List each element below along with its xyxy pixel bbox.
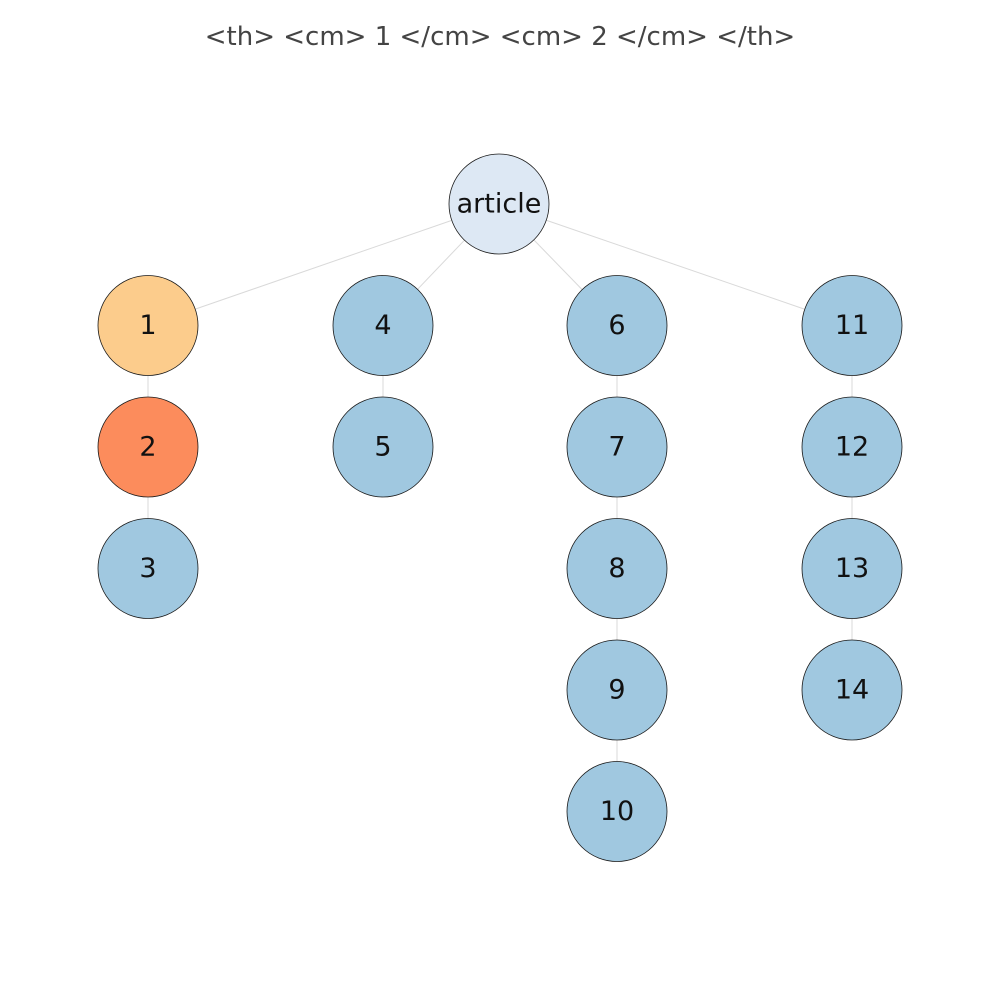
node-label-4: 4 xyxy=(374,310,391,341)
node-label-article: article xyxy=(457,189,542,220)
tree-node-10: 10 xyxy=(566,761,668,862)
node-circle-9 xyxy=(566,639,668,741)
node-circle-11 xyxy=(801,275,903,376)
node-circle-3 xyxy=(97,518,199,619)
tree-node-13: 13 xyxy=(801,518,903,619)
node-label-1: 1 xyxy=(139,310,156,341)
node-circle-4 xyxy=(332,275,434,376)
node-circle-12 xyxy=(801,396,903,498)
edge-article-11 xyxy=(546,219,805,310)
node-circle-13 xyxy=(801,518,903,619)
node-circle-1 xyxy=(97,275,199,376)
tree-node-9: 9 xyxy=(566,639,668,741)
node-circle-8 xyxy=(566,518,668,619)
tree-node-11: 11 xyxy=(801,275,903,376)
node-label-13: 13 xyxy=(835,553,869,584)
node-label-9: 9 xyxy=(608,675,625,706)
edge-article-6 xyxy=(533,239,583,290)
tree-node-6: 6 xyxy=(566,275,668,376)
edge-article-4 xyxy=(417,239,465,290)
tree-edges xyxy=(147,219,853,762)
tree-node-5: 5 xyxy=(332,396,434,498)
node-label-8: 8 xyxy=(608,553,625,584)
node-label-10: 10 xyxy=(600,796,634,827)
edge-article-1 xyxy=(195,219,452,310)
tree-node-12: 12 xyxy=(801,396,903,498)
tree-node-14: 14 xyxy=(801,639,903,741)
node-label-6: 6 xyxy=(608,310,625,341)
node-circle-14 xyxy=(801,639,903,741)
node-circle-6 xyxy=(566,275,668,376)
tree-node-2: 2 xyxy=(97,396,199,498)
node-label-12: 12 xyxy=(835,432,869,463)
tree-node-7: 7 xyxy=(566,396,668,498)
node-circle-article xyxy=(448,153,550,255)
node-label-14: 14 xyxy=(835,675,869,706)
node-label-3: 3 xyxy=(139,553,156,584)
tree-node-1: 1 xyxy=(97,275,199,376)
node-label-2: 2 xyxy=(139,432,156,463)
node-circle-5 xyxy=(332,396,434,498)
node-label-7: 7 xyxy=(608,432,625,463)
tree-node-article: article xyxy=(448,153,550,255)
node-circle-2 xyxy=(97,396,199,498)
tree-node-3: 3 xyxy=(97,518,199,619)
node-label-5: 5 xyxy=(374,432,391,463)
node-circle-10 xyxy=(566,761,668,862)
diagram-title: <th> <cm> 1 </cm> <cm> 2 </cm> </th> xyxy=(204,22,796,52)
node-circle-7 xyxy=(566,396,668,498)
tree-node-4: 4 xyxy=(332,275,434,376)
node-label-11: 11 xyxy=(835,310,869,341)
tree-node-8: 8 xyxy=(566,518,668,619)
